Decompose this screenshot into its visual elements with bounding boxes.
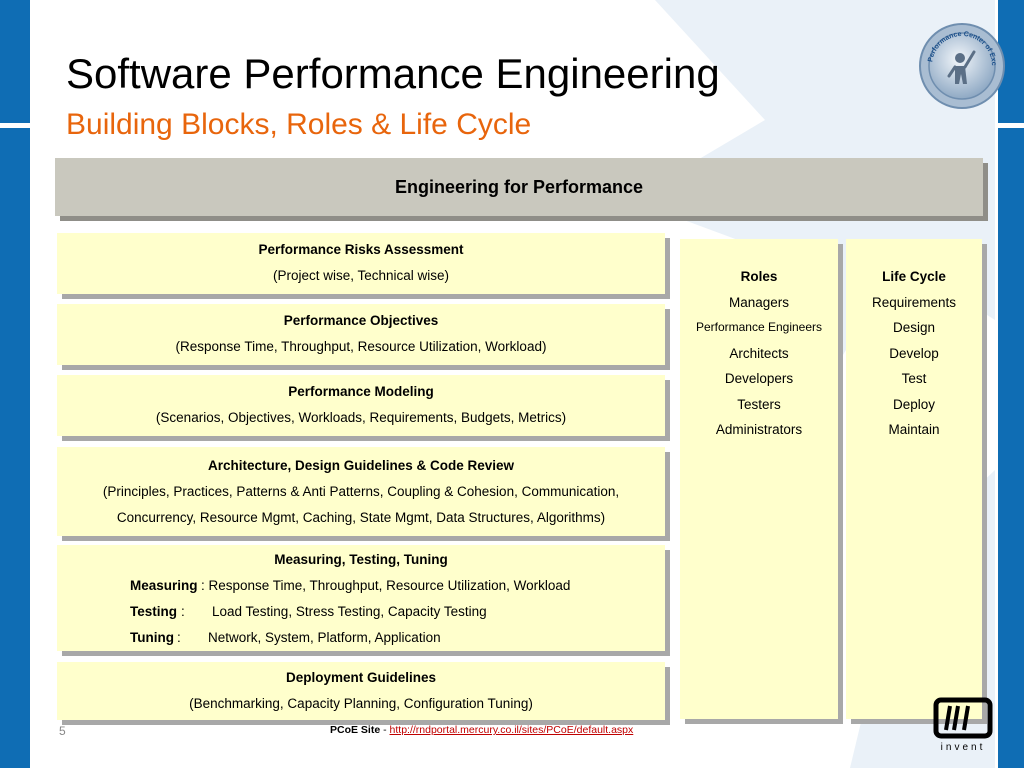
- modeling-detail: (Scenarios, Objectives, Workloads, Requi…: [155, 410, 567, 425]
- tuning-label: Tuning: [130, 630, 174, 645]
- testing-row: Testing : Load Testing, Stress Testing, …: [57, 599, 665, 625]
- objectives-title: Performance Objectives: [283, 313, 439, 328]
- slide-subtitle: Building Blocks, Roles & Life Cycle: [66, 108, 532, 141]
- testing-colon: :: [181, 604, 185, 619]
- architecture-title: Architecture, Design Guidelines & Code R…: [207, 458, 515, 473]
- right-accent-bar: [998, 0, 1024, 768]
- lifecycle-item: Maintain: [888, 422, 940, 437]
- risks-block: Performance Risks Assessment (Project wi…: [57, 233, 665, 294]
- role-item: Managers: [728, 294, 790, 310]
- architecture-detail-line-1: (Principles, Practices, Patterns & Anti …: [102, 484, 620, 499]
- measuring-label: Measuring: [130, 578, 198, 593]
- objectives-block: Performance Objectives (Response Time, T…: [57, 304, 665, 365]
- role-item: Testers: [737, 396, 781, 412]
- lifecycle-item: Design: [892, 320, 936, 335]
- deployment-block: Deployment Guidelines (Benchmarking, Cap…: [57, 662, 665, 720]
- slide-title: Software Performance Engineering: [66, 50, 720, 97]
- testing-value: Load Testing, Stress Testing, Capacity T…: [212, 604, 487, 619]
- lifecycle-item: Requirements: [871, 294, 957, 310]
- hp-invent-logo: invent: [933, 697, 993, 753]
- objectives-detail: (Response Time, Throughput, Resource Uti…: [175, 339, 547, 354]
- risks-title: Performance Risks Assessment: [258, 242, 464, 257]
- lifecycle-title: Life Cycle: [882, 269, 946, 284]
- deployment-detail: (Benchmarking, Capacity Planning, Config…: [189, 696, 533, 711]
- measuring-block: Measuring, Testing, Tuning Measuring : R…: [57, 545, 665, 651]
- architecture-block: Architecture, Design Guidelines & Code R…: [57, 447, 665, 536]
- footer: PCoE Site - http://rndportal.mercury.co.…: [330, 724, 633, 736]
- measuring-value: : Response Time, Throughput, Resource Ut…: [201, 578, 571, 593]
- left-accent-notch: [0, 123, 30, 128]
- footer-separator: -: [380, 724, 390, 736]
- engineering-header-label: Engineering for Performance: [394, 176, 644, 197]
- modeling-block: Performance Modeling (Scenarios, Objecti…: [57, 375, 665, 436]
- tuning-row: Tuning : Network, System, Platform, Appl…: [57, 625, 665, 651]
- roles-column: Roles Managers Performance Engineers Arc…: [680, 239, 838, 719]
- right-accent-notch: [998, 123, 1024, 128]
- left-accent-bar: [0, 0, 30, 768]
- pcoe-logo-icon: Performance Center of Excellence: [918, 22, 1005, 109]
- role-item: Performance Engineers: [695, 320, 823, 334]
- architecture-detail-line-2: Concurrency, Resource Mgmt, Caching, Sta…: [116, 510, 606, 525]
- role-item: Developers: [724, 371, 794, 386]
- roles-title: Roles: [740, 269, 778, 284]
- brand-lettering: invent: [941, 742, 986, 753]
- footer-site-link[interactable]: http://rndportal.mercury.co.il/sites/PCo…: [389, 724, 634, 736]
- role-item: Administrators: [715, 422, 803, 437]
- deployment-title: Deployment Guidelines: [285, 670, 437, 685]
- engineering-header: Engineering for Performance: [55, 158, 983, 216]
- lifecycle-item: Test: [901, 371, 927, 386]
- risks-detail: (Project wise, Technical wise): [272, 268, 450, 283]
- tuning-colon: :: [177, 630, 181, 645]
- measuring-title: Measuring, Testing, Tuning: [274, 552, 448, 567]
- slide-number: 5: [59, 724, 66, 738]
- lifecycle-item: Deploy: [892, 396, 936, 412]
- footer-site-label: PCoE Site: [330, 724, 381, 736]
- lifecycle-item: Develop: [889, 345, 939, 361]
- measuring-row: Measuring : Response Time, Throughput, R…: [57, 573, 665, 599]
- tuning-value: Network, System, Platform, Application: [208, 630, 441, 645]
- role-item: Architects: [729, 345, 789, 361]
- lifecycle-column: Life Cycle Requirements Design Develop T…: [846, 239, 982, 719]
- testing-label: Testing: [130, 604, 177, 619]
- modeling-title: Performance Modeling: [288, 384, 434, 399]
